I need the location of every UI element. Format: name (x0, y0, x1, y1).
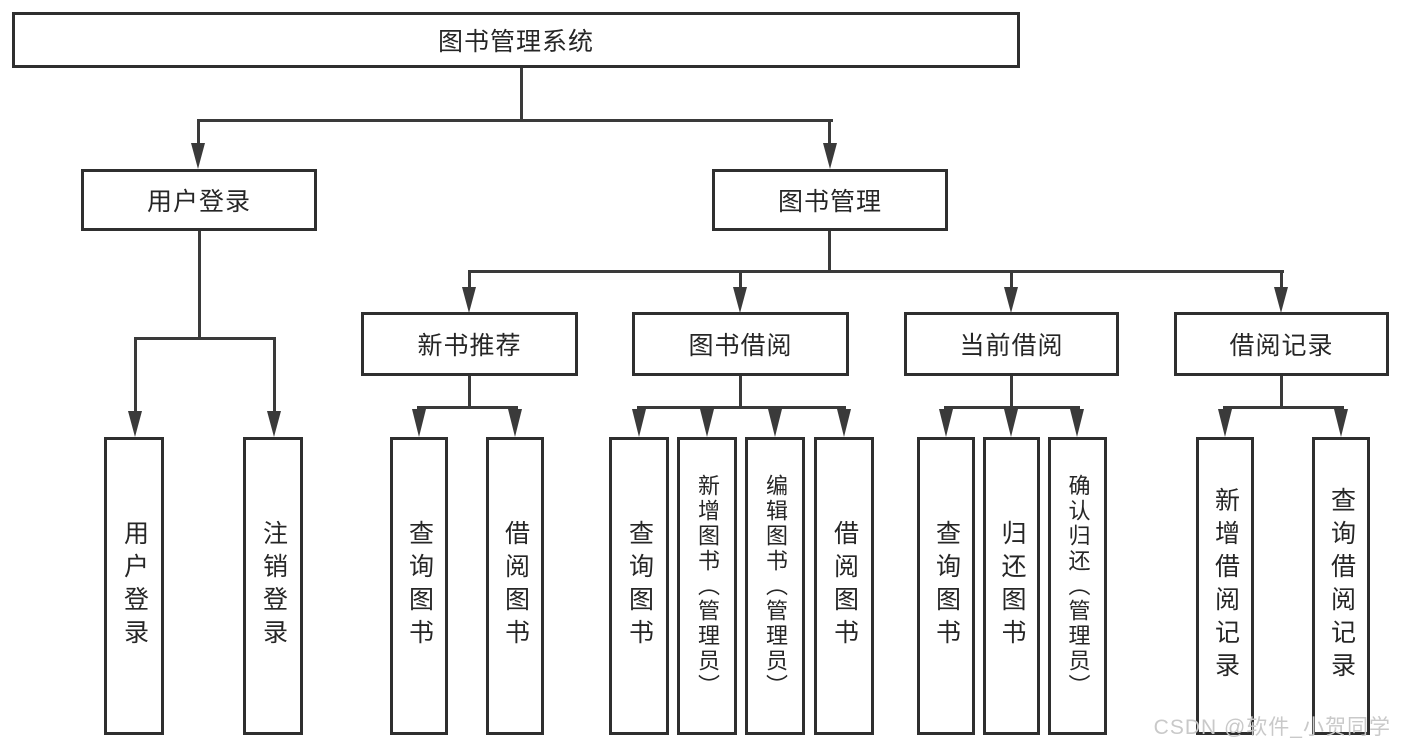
connector (1280, 270, 1283, 289)
leaf-newbook-borrow-books: 借阅图书 (486, 437, 544, 735)
node-root-label: 图书管理系统 (437, 28, 594, 56)
arrowhead (1218, 409, 1232, 437)
leaf-current-query-books: 查询图书 (917, 437, 975, 735)
arrowhead (1004, 409, 1018, 437)
connector (197, 119, 833, 122)
arrowhead (1004, 287, 1018, 313)
connector (273, 337, 276, 412)
connector (134, 337, 137, 412)
node-current-borrow: 当前借阅 (904, 312, 1119, 376)
connector (468, 270, 471, 289)
leaf-query-borrow-record: 查询借阅记录 (1312, 437, 1370, 735)
leaf-add-borrow-record: 新增借阅记录 (1196, 437, 1254, 735)
arrowhead (267, 411, 281, 437)
arrowhead (508, 409, 522, 437)
arrowhead (768, 409, 782, 437)
arrowhead (1274, 287, 1288, 313)
leaf-confirm-return-admin-label: 确认归还（管理员） (1065, 473, 1091, 699)
connector (1280, 376, 1283, 408)
leaf-confirm-return-admin: 确认归还（管理员） (1048, 437, 1107, 735)
node-borrow-records: 借阅记录 (1174, 312, 1389, 376)
leaf-return-books-label: 归还图书 (998, 520, 1026, 652)
arrowhead (128, 411, 142, 437)
leaf-logout: 注销登录 (243, 437, 303, 735)
leaf-borrow-books-label: 借阅图书 (830, 520, 859, 652)
arrowhead (462, 287, 476, 313)
connector (828, 119, 831, 146)
node-root: 图书管理系统 (12, 12, 1020, 68)
leaf-user-login: 用户登录 (104, 437, 164, 735)
connector (197, 119, 200, 146)
arrowhead (700, 409, 714, 437)
connector (739, 270, 742, 289)
leaf-user-login-label: 用户登录 (120, 520, 149, 652)
connector (828, 231, 831, 272)
leaf-add-books-admin: 新增图书（管理员） (677, 437, 737, 735)
connector (1223, 406, 1344, 409)
leaf-edit-books-admin: 编辑图书（管理员） (745, 437, 805, 735)
node-user-login-label: 用户登录 (146, 188, 251, 216)
leaf-newbook-query-books: 查询图书 (390, 437, 448, 735)
connector (468, 270, 1284, 273)
arrowhead (939, 409, 953, 437)
arrowhead (837, 409, 851, 437)
node-book-mgmt: 图书管理 (712, 169, 948, 231)
leaf-newbook-borrow-books-label: 借阅图书 (501, 520, 530, 652)
leaf-borrow-query-books: 查询图书 (609, 437, 669, 735)
connector (520, 68, 523, 121)
node-book-borrow: 图书借阅 (632, 312, 849, 376)
connector (134, 337, 276, 340)
connector (1010, 270, 1013, 289)
leaf-query-borrow-record-label: 查询借阅记录 (1327, 487, 1356, 685)
node-borrow-records-label: 借阅记录 (1229, 332, 1334, 360)
connector (739, 376, 742, 408)
node-new-book-rec-label: 新书推荐 (417, 332, 522, 360)
node-book-mgmt-label: 图书管理 (777, 188, 882, 216)
node-new-book-rec: 新书推荐 (361, 312, 578, 376)
leaf-add-borrow-record-label: 新增借阅记录 (1211, 487, 1240, 685)
leaf-return-books: 归还图书 (983, 437, 1040, 735)
leaf-borrow-query-books-label: 查询图书 (625, 520, 654, 652)
arrowhead (1334, 409, 1348, 437)
node-current-borrow-label: 当前借阅 (959, 332, 1064, 360)
arrowhead (191, 143, 205, 169)
arrowhead (1070, 409, 1084, 437)
node-book-borrow-label: 图书借阅 (688, 332, 793, 360)
node-user-login: 用户登录 (81, 169, 317, 231)
arrowhead (823, 143, 837, 169)
arrowhead (412, 409, 426, 437)
connector (198, 231, 201, 337)
connector (637, 406, 846, 409)
leaf-edit-books-admin-label: 编辑图书（管理员） (763, 473, 788, 699)
connector (417, 406, 518, 409)
leaf-newbook-query-books-label: 查询图书 (405, 520, 434, 652)
connector (1010, 376, 1013, 408)
leaf-borrow-books: 借阅图书 (814, 437, 874, 735)
csdn-watermark: CSDN @软件_小贺同学 (1153, 716, 1391, 739)
leaf-logout-label: 注销登录 (259, 520, 288, 652)
connector (944, 406, 1080, 409)
arrowhead (632, 409, 646, 437)
leaf-current-query-books-label: 查询图书 (932, 520, 961, 652)
connector (468, 376, 471, 408)
arrowhead (733, 287, 747, 313)
leaf-add-books-admin-label: 新增图书（管理员） (695, 473, 720, 699)
